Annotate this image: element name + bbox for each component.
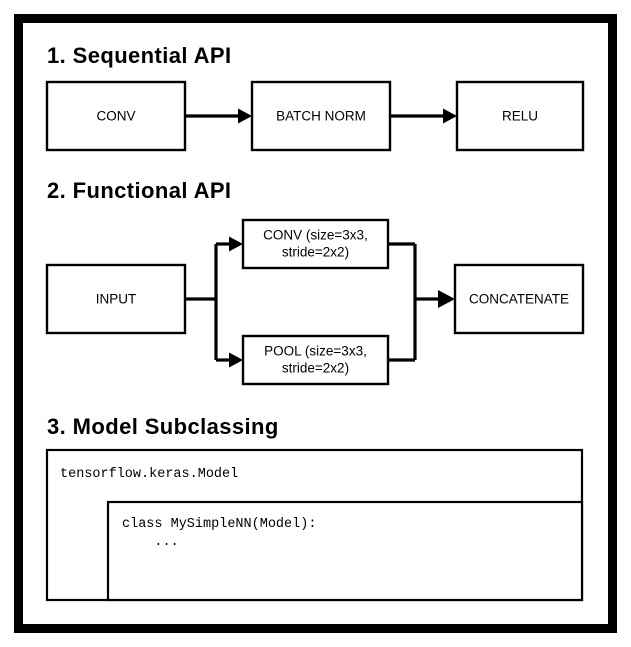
code-box-inner-subclass[interactable] [106, 500, 584, 602]
node-label-concatenate: CONCATENATE [469, 292, 569, 307]
connector-branch-merge [388, 242, 455, 362]
node-box-conv[interactable] [45, 80, 187, 152]
arrow-head-icon [438, 290, 455, 308]
node-label-input: INPUT [96, 292, 137, 307]
node-label-conv-branch-line1: CONV (size=3x3, [263, 228, 368, 243]
node-label-pool-branch-line1: POOL (size=3x3, [264, 344, 367, 359]
section-title-sequential-api: 1. Sequential API [47, 43, 231, 68]
outer-frame [14, 14, 617, 633]
node-box-concatenate[interactable] [453, 263, 585, 335]
node-box-input[interactable] [45, 263, 187, 335]
node-label-conv: CONV [96, 109, 135, 124]
arrow-head-icon [229, 352, 243, 368]
arrow-head-icon [238, 108, 252, 124]
node-label-conv-branch-line2: stride=2x2) [282, 245, 349, 260]
code-text-class-body-ellipsis: ... [122, 535, 179, 550]
arrow-head-icon [229, 236, 243, 252]
code-text-outer-model: tensorflow.keras.Model [60, 467, 238, 482]
arrow-conv-to-batch-norm [185, 108, 252, 124]
arrow-head-icon [443, 108, 457, 124]
node-box-relu[interactable] [455, 80, 585, 152]
connector-input-split [185, 236, 243, 368]
node-label-batch-norm: BATCH NORM [276, 109, 366, 124]
code-text-class-definition: class MySimpleNN(Model): [122, 517, 316, 532]
node-label-relu: RELU [502, 109, 538, 124]
arrow-batch-norm-to-relu [390, 108, 457, 124]
node-label-pool-branch-line2: stride=2x2) [282, 361, 349, 376]
node-box-conv-branch[interactable] [241, 218, 390, 270]
section-title-functional-api: 2. Functional API [47, 178, 231, 203]
section-title-model-subclassing: 3. Model Subclassing [47, 414, 279, 439]
